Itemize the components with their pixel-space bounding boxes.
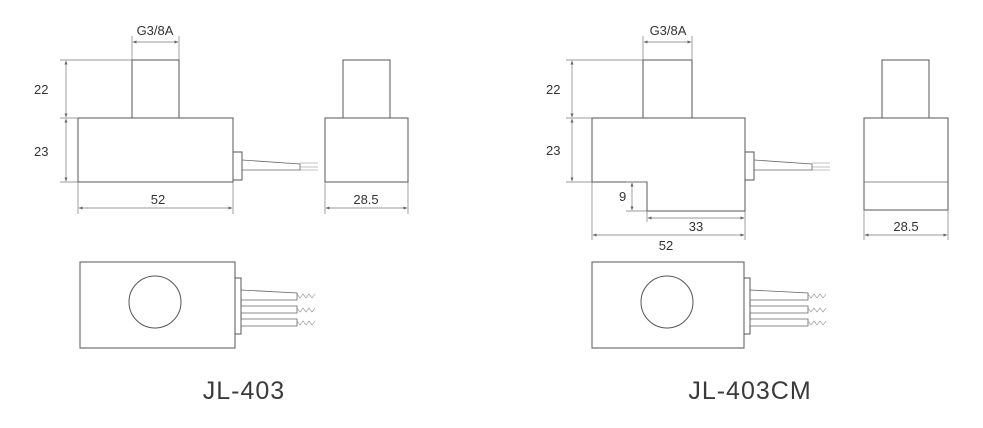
jl403cm-side-body [863, 117, 949, 211]
jl403cm-side-nozzle [881, 59, 930, 119]
jl403-body [77, 117, 234, 183]
jl403-side-body [324, 117, 409, 183]
jl403-dim-width: 52 [151, 192, 165, 207]
jl403cm-nozzle [642, 59, 693, 119]
jl403cm-dim-width: 52 [659, 238, 673, 253]
jl403cm-front-view [591, 59, 830, 212]
jl403-front-view [77, 59, 318, 183]
jl403-nozzle [131, 59, 180, 119]
jl403cm-dim-inner: 33 [689, 219, 703, 234]
jl403-cable-wires [300, 162, 318, 171]
jl403-top-view [79, 261, 316, 349]
jl403cm-thread-label: G3/8A [650, 23, 687, 38]
jl403cm-cable-wires [812, 162, 830, 171]
jl403cm-wire-ends [807, 293, 827, 326]
jl403cm-wire-3 [749, 318, 809, 327]
jl403cm-body [591, 117, 746, 212]
jl403-cable [241, 159, 301, 171]
jl403-side-nozzle [342, 59, 391, 119]
jl403cm-side-view: 28.5 [863, 59, 949, 240]
jl403cm-dimensions: G3/8A 22 23 9 33 52 [546, 23, 746, 253]
jl403-wire-1 [240, 289, 298, 301]
jl403cm-dim-step: 9 [619, 189, 626, 204]
jl403-dim-side: 28.5 [353, 192, 378, 207]
jl403-cable-gland [232, 151, 243, 181]
jl403-port-circle [128, 275, 182, 329]
jl403-dim-body: 23 [34, 144, 48, 159]
jl403-top-gland [234, 277, 242, 335]
jl403cm-wire-1 [749, 289, 809, 301]
jl403-side-view: 28.5 [324, 59, 409, 214]
jl403cm-dim-body: 23 [546, 143, 560, 158]
jl403cm-wire-2 [749, 305, 809, 314]
jl403cm-top-gland [743, 277, 751, 335]
jl403cm-title: JL-403CM [688, 377, 811, 405]
jl403cm-cable [753, 159, 813, 171]
jl403cm-dim-side: 28.5 [893, 219, 918, 234]
jl403-wire-2 [240, 305, 298, 314]
jl403-dim-top: 22 [34, 82, 48, 97]
jl403cm-top-view [591, 261, 827, 349]
jl403cm-dim-top: 22 [546, 82, 560, 97]
jl403cm-port-circle [640, 275, 694, 329]
jl403-wire-ends [296, 293, 316, 326]
jl403-wire-3 [240, 318, 298, 327]
jl403-dimensions: G3/8A 22 23 52 [34, 23, 234, 214]
jl403-thread-label: G3/8A [137, 23, 174, 38]
jl403-title: JL-403 [203, 377, 285, 405]
jl403cm-cable-gland [744, 151, 755, 181]
